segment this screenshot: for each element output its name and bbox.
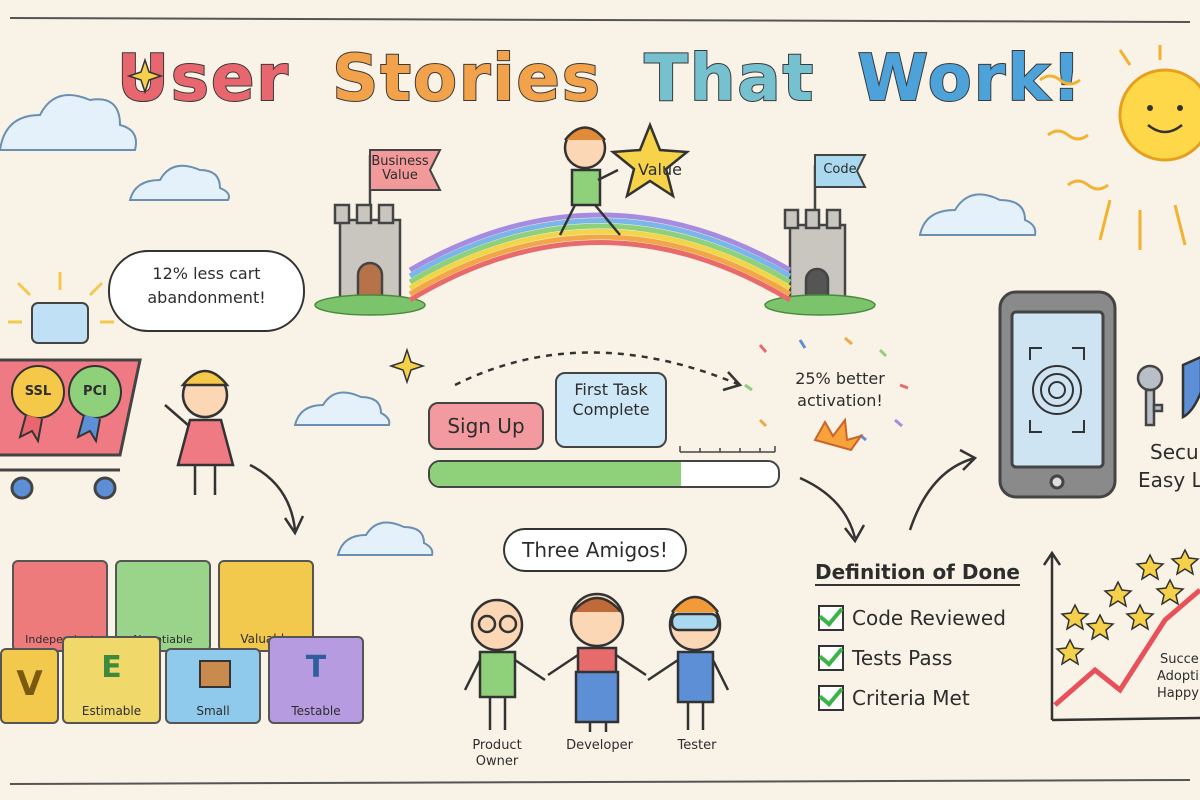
three-amigos-bubble: Three Amigos!: [503, 528, 687, 572]
checkbox-checked-icon: [818, 685, 844, 711]
smartphone-icon: [998, 290, 1117, 499]
business-value-flag: [369, 149, 442, 191]
pci-badge-label: PCI: [83, 384, 107, 399]
success-chart: [1042, 550, 1200, 722]
box-icon: [199, 660, 231, 688]
sign-up-button[interactable]: Sign Up: [428, 402, 544, 450]
success-label: Adopti: [1157, 669, 1199, 684]
value-star-icon: [609, 121, 691, 199]
dod-item: Code Reviewed: [818, 605, 1006, 631]
dod-heading: Definition of Done: [815, 560, 1020, 586]
role-label: Product Owner: [472, 738, 522, 769]
sparkle-icon: [126, 57, 426, 385]
product-owner-character: [463, 598, 546, 730]
running-kid: [558, 126, 621, 236]
developer-character: [547, 592, 647, 732]
title-word: That: [643, 41, 816, 117]
page-title: User Stories That Work!: [0, 41, 1200, 117]
invest-block-v: V: [0, 648, 59, 724]
security-caption-line1: Secur: [1150, 440, 1200, 464]
code-flag: [814, 154, 867, 188]
title-word: Stories: [331, 41, 602, 117]
checkbox-checked-icon: [818, 645, 844, 671]
rainbow-bridge: [408, 212, 792, 303]
code-flag-label: Code: [823, 162, 857, 177]
flow-arrow: [249, 351, 978, 544]
invest-block-label: Testable: [291, 704, 341, 718]
invest-block-negotiable: Negotiable: [115, 560, 211, 652]
card-icon: [31, 302, 89, 344]
ssl-badge-label: SSL: [24, 384, 52, 399]
invest-letter-e: E: [101, 650, 122, 685]
success-label: Succe: [1160, 652, 1199, 667]
first-task-card: First Task Complete: [555, 372, 667, 448]
shield-icon: [1181, 356, 1200, 420]
invest-block-label: Small: [196, 704, 230, 718]
role-label: Developer: [566, 738, 633, 753]
checkbox-checked-icon: [818, 605, 844, 631]
confetti: [744, 336, 909, 442]
fingerprint-icon: [1029, 347, 1085, 433]
dod-item: Criteria Met: [818, 685, 970, 711]
progress-fill: [430, 462, 681, 486]
girl-character: [164, 369, 235, 495]
sun-icon: [1039, 45, 1200, 250]
star-icon: [1055, 548, 1200, 666]
business-value-flag-label: Business Value: [371, 154, 429, 183]
invest-block-testable: T Testable: [268, 636, 364, 724]
success-label: Happy: [1157, 686, 1199, 701]
activation-label: 25% better activation!: [795, 369, 885, 410]
invest-block-small: Small: [165, 648, 261, 724]
cloud-icon: [0, 94, 1037, 556]
tester-character: [647, 595, 730, 730]
dod-item-label: Tests Pass: [852, 646, 953, 670]
value-star-label: Value: [638, 160, 682, 179]
invest-block-estimable: E Estimable: [62, 636, 161, 724]
dod-item: Tests Pass: [818, 645, 952, 671]
invest-letter-t: T: [305, 650, 327, 685]
dod-item-label: Criteria Met: [852, 686, 970, 710]
dod-item-label: Code Reviewed: [852, 606, 1006, 630]
key-icon: [1136, 364, 1164, 427]
invest-letter-v: V: [16, 664, 43, 704]
security-caption-line2: Easy L: [1138, 468, 1200, 492]
onboarding-progress-bar: [428, 460, 780, 488]
invest-block-label: Estimable: [81, 704, 142, 718]
role-label: Tester: [677, 738, 717, 753]
progress-ruler: [679, 446, 776, 453]
title-word: Work!: [856, 41, 1084, 117]
cart-abandonment-bubble: 12% less cart abandonment!: [108, 250, 305, 332]
